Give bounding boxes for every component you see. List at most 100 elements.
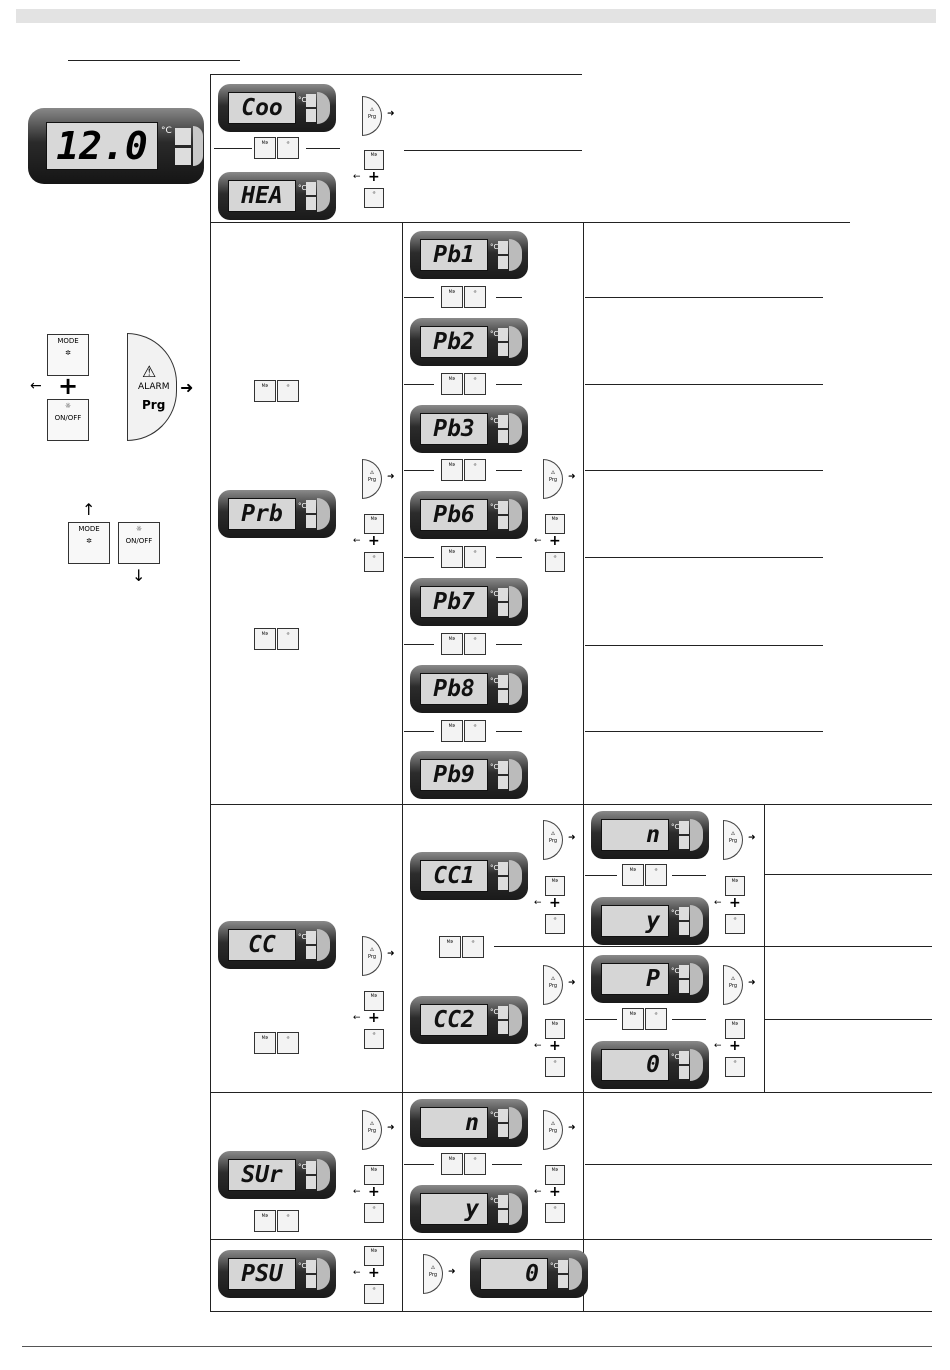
pb-sep-1 — [585, 297, 823, 298]
display-hea: HEA°C — [218, 172, 336, 220]
display-pb2: Pb2°C — [410, 318, 528, 366]
cc2-link-l — [585, 1019, 617, 1020]
cc1-sep — [764, 874, 932, 875]
pb-link-r4 — [496, 557, 522, 558]
pb-link-r3 — [496, 470, 522, 471]
display-cc1-n: n°C — [591, 811, 709, 859]
prg-key: ⚠Prg➜ — [723, 820, 756, 860]
key-pair: M✲☼ — [441, 459, 486, 481]
sur-link-r — [492, 1164, 522, 1165]
display-pb1: Pb1°C — [410, 231, 528, 279]
arrow-left-icon: ← — [30, 378, 42, 394]
plus-sign: + — [58, 372, 79, 400]
coo-hea-link-left — [214, 148, 252, 149]
pb-link-r6 — [496, 731, 522, 732]
sur-sep — [585, 1164, 932, 1165]
key-pair: M✲☼ — [441, 633, 486, 655]
col4-line — [764, 804, 765, 1092]
display-cc2-p: P°C — [591, 955, 709, 1003]
pb-sep-5 — [585, 645, 823, 646]
mode-onoff-stack: M✲+←☼ — [353, 991, 384, 1051]
mode-mini-key — [175, 128, 191, 145]
display-cc2: CC2°C — [410, 996, 528, 1044]
prg-mini-key — [193, 126, 203, 166]
pb-link-r5 — [496, 644, 522, 645]
display-cc1-y: y°C — [591, 897, 709, 945]
display-coo: Coo°C — [218, 84, 336, 132]
pb-sep-4 — [585, 557, 823, 558]
pb-link-r2 — [496, 384, 522, 385]
cc1-link-l — [585, 875, 617, 876]
pb-link-l6 — [404, 731, 434, 732]
cc1-link-r — [672, 875, 706, 876]
footer-line — [22, 1346, 932, 1347]
col3-line — [583, 222, 584, 1312]
key-pair: M✲☼ — [254, 628, 299, 650]
display-sur: SUr°C — [218, 1151, 336, 1199]
prg-key: ⚠Prg➜ — [423, 1254, 456, 1294]
key-pair: M✲☼ — [441, 546, 486, 568]
mode-onoff-stack: M✲+←☼ — [534, 876, 565, 936]
row4-bottom — [210, 1239, 932, 1240]
arrow-right-icon: ➜ — [180, 378, 194, 397]
display-prb: Prb°C — [218, 490, 336, 538]
display-pb7: Pb7°C — [410, 578, 528, 626]
onoff-key: ☼ON/OFF — [47, 399, 89, 441]
mode-onoff-stack: M✲+←☼ — [714, 876, 745, 936]
cc2-sep — [764, 1019, 932, 1020]
display-pb6: Pb6°C — [410, 491, 528, 539]
display-pb9: Pb9°C — [410, 751, 528, 799]
display-psu: PSU°C — [218, 1250, 336, 1298]
display-pb3: Pb3°C — [410, 405, 528, 453]
col2-line — [402, 222, 403, 1312]
key-pair: M✲☼ — [441, 286, 486, 308]
onoff-key-down: ☼ON/OFF — [118, 522, 160, 564]
row1-bottom — [210, 222, 850, 223]
mode-onoff-stack: M✲+←☼ — [353, 150, 384, 210]
mode-onoff-stack: M✲+←☼ — [714, 1019, 745, 1079]
frame-bottom — [210, 1311, 932, 1312]
prg-key-large: ⚠ ALARM Prg — [127, 333, 177, 441]
display-sur-n: n°C — [410, 1099, 528, 1147]
pb-sep-3 — [585, 470, 823, 471]
coo-hea-link-right — [306, 148, 340, 149]
title-underline — [68, 60, 240, 61]
prg-key: ⚠Prg➜ — [543, 820, 576, 860]
display-cc: CC°C — [218, 921, 336, 969]
key-pair: M✲☼ — [439, 936, 484, 958]
pb-link-l2 — [404, 384, 434, 385]
display-pb8: Pb8°C — [410, 665, 528, 713]
key-pair: M✲☼ — [254, 380, 299, 402]
pb-link-l5 — [404, 644, 434, 645]
row2-bottom — [210, 804, 932, 805]
prg-key: ⚠Prg➜ — [543, 965, 576, 1005]
mode-onoff-stack: M✲+←☼ — [353, 1165, 384, 1225]
key-pair: M✲☼ — [622, 1008, 667, 1030]
pb-sep-2 — [585, 384, 823, 385]
mode-onoff-stack: M✲+←☼ — [353, 514, 384, 574]
frame-left — [210, 74, 211, 1312]
mode-key: MODE✲ — [47, 334, 89, 376]
key-pair: M✲☼ — [254, 1032, 299, 1054]
key-pair: M✲☼ — [254, 1210, 299, 1232]
coo-sep — [404, 150, 582, 151]
pb-link-l4 — [404, 557, 434, 558]
prg-key: ⚠Prg➜ — [362, 96, 395, 136]
prg-key: ⚠Prg➜ — [362, 459, 395, 499]
display-cc1: CC1°C — [410, 852, 528, 900]
prg-key: ⚠Prg➜ — [362, 936, 395, 976]
pb-link-l3 — [404, 470, 434, 471]
main-display: 12.0 °C — [28, 108, 204, 184]
cc-mid-sep — [494, 946, 932, 947]
mode-onoff-stack: M✲+←☼ — [353, 1246, 384, 1306]
key-pair: M✲☼ — [441, 373, 486, 395]
top-bar — [16, 9, 936, 23]
pb-link-r1 — [496, 297, 522, 298]
display-cc2-0: 0°C — [591, 1041, 709, 1089]
cc2-link-r — [672, 1019, 706, 1020]
frame-top — [210, 74, 582, 75]
prg-key: ⚠Prg➜ — [362, 1110, 395, 1150]
prg-key: ⚠Prg➜ — [543, 1110, 576, 1150]
arrow-up-icon: ↑ — [82, 500, 96, 519]
key-pair: M✲☼ — [441, 720, 486, 742]
